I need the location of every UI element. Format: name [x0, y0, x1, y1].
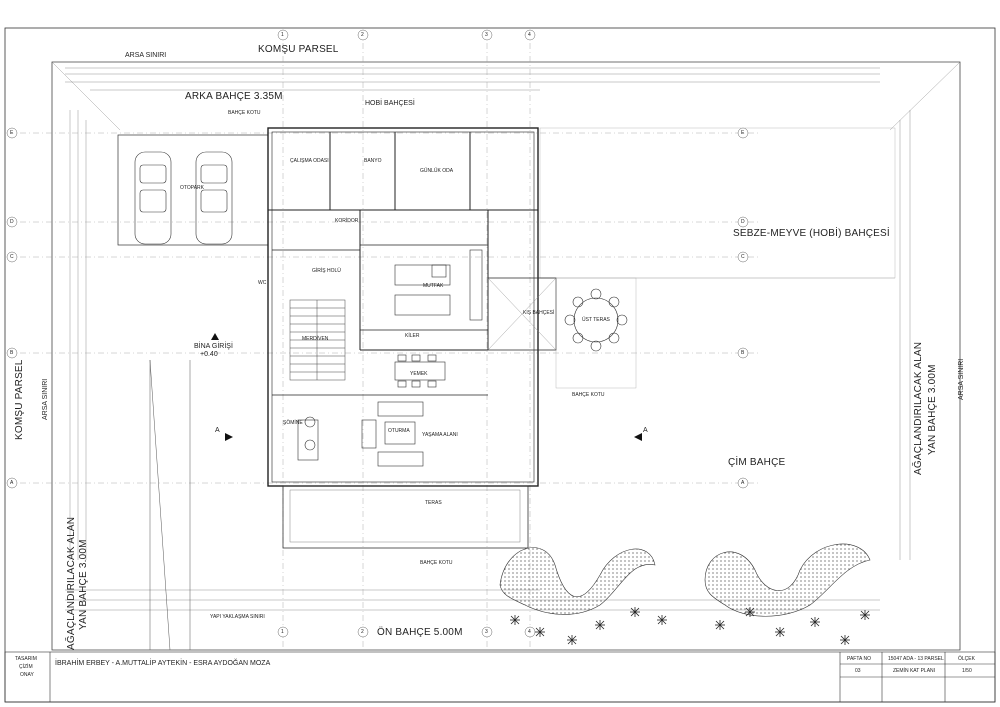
room-pantry: KİLER	[405, 333, 420, 339]
section-markers	[211, 333, 642, 441]
tb-scale-label: ÖLÇEK	[958, 656, 975, 662]
grid-row-B: B	[10, 350, 14, 356]
room-daily: GÜNLÜK ODA	[420, 168, 454, 174]
parcel-limit-right-label: ARSA SINIRI	[958, 358, 965, 400]
room-dining: YEMEK	[410, 371, 428, 377]
grid-col-4-bottom: 4	[528, 629, 531, 635]
hobby-garden-area	[539, 127, 896, 279]
tb-sheet-no-label: PAFTA NO	[847, 656, 871, 662]
stair-treads	[289, 299, 346, 381]
grid-row-C: C	[10, 254, 14, 260]
grid-col-3-bottom: 3	[485, 629, 488, 635]
tb-drawing-label: ÇİZİM	[19, 664, 33, 670]
room-living: YAŞAMA ALANI	[422, 432, 458, 438]
title-block-frame	[4, 651, 996, 703]
room-upper-terrace: ÜST TERAS	[582, 317, 610, 323]
lawn-garden-label: ÇİM BAHÇE	[728, 457, 786, 468]
living-sofas	[297, 401, 424, 467]
tb-approval-label: ONAY	[20, 672, 34, 678]
dimension-chains-side	[69, 110, 911, 560]
grid-row-D: D	[10, 219, 14, 225]
room-sitting: OTURMA	[388, 428, 410, 434]
tb-design-label: TASARIM	[15, 656, 37, 662]
grid-col-3: 3	[485, 32, 488, 38]
tb-authors: İBRAHİM ERBEY - A.MUTTALİP AYTEKİN - ESR…	[55, 660, 271, 667]
building-entry-label: BİNA GİRİŞİ	[194, 343, 233, 350]
entry-path	[149, 359, 191, 651]
grid-col-1: 1	[281, 32, 284, 38]
car-icon	[134, 151, 172, 245]
grid-bubbles	[6, 29, 749, 638]
kitchen-island	[394, 249, 483, 321]
car-icon	[195, 151, 233, 245]
front-garden-label: ÖN BAHÇE 5.00M	[377, 627, 463, 638]
grid-row-A-right: A	[741, 480, 745, 486]
section-mark-left: A	[215, 427, 220, 434]
parcel-boundary	[51, 61, 961, 651]
parcel-corner-diagonal	[889, 61, 961, 131]
grid-col-2-bottom: 2	[361, 629, 364, 635]
parcel-corner-diagonal	[51, 61, 121, 131]
sheet-border	[4, 27, 996, 703]
dimension-chains-top	[65, 67, 880, 611]
room-kitchen: MUTFAK	[423, 283, 444, 289]
tb-drawing-name: ZEMİN KAT PLANI	[893, 668, 936, 674]
veg-fruit-garden-label: SEBZE-MEYVE (HOBİ) BAHÇESİ	[733, 228, 890, 239]
grid-col-2: 2	[361, 32, 364, 38]
landscape-shrubs	[499, 543, 871, 617]
room-parking: OTOPARK	[180, 185, 204, 191]
room-wc: WC	[258, 280, 267, 286]
grid-col-4: 4	[528, 32, 531, 38]
top-neighbor-label: KOMŞU PARSEL	[258, 44, 339, 55]
building-approach-label: YAPI YAKLAŞMA SINIRI	[210, 614, 265, 620]
tb-sheet-no: 03	[855, 668, 861, 674]
room-stair: MERDİVEN	[302, 336, 329, 342]
left-side-garden-line2: YAN BAHÇE 3.00M	[78, 539, 89, 630]
building-entry-level: +0.40	[200, 351, 218, 358]
tree-symbols	[510, 607, 870, 645]
garden-level-front: BAHÇE KOTU	[420, 560, 453, 566]
tb-parcel: 15047 ADA - 13 PARSEL	[888, 656, 944, 662]
round-table	[564, 288, 628, 352]
garden-level-top: BAHÇE KOTU	[228, 110, 261, 116]
parcel-limit-top-label: ARSA SINIRI	[125, 52, 167, 59]
right-side-garden-line1: AĞAÇLANDIRILACAK ALAN	[913, 341, 924, 475]
grid-row-B-right: B	[741, 350, 745, 356]
grid-row-E-right: E	[741, 130, 745, 136]
garden-level-right: BAHÇE KOTU	[572, 392, 605, 398]
back-garden-label: ARKA BAHÇE 3.35M	[185, 91, 283, 102]
section-mark-right: A	[643, 427, 648, 434]
hobby-garden-label: HOBİ BAHÇESİ	[365, 100, 415, 107]
room-winter-garden: KIŞ BAHÇESİ	[523, 310, 555, 316]
tb-scale: 1/50	[962, 668, 972, 674]
grid-row-E: E	[10, 130, 14, 136]
grid-row-D-right: D	[741, 219, 745, 225]
grid-col-1-bottom: 1	[281, 629, 284, 635]
room-corridor: KORİDOR	[335, 218, 359, 224]
terrace-outline	[282, 485, 529, 549]
left-neighbor-label: KOMŞU PARSEL	[14, 359, 25, 440]
room-study: ÇALIŞMA ODASI	[290, 158, 329, 164]
left-side-garden-line1: AĞAÇLANDIRILACAK ALAN	[66, 516, 77, 650]
right-side-garden-line2: YAN BAHÇE 3.00M	[927, 364, 938, 455]
grid-row-A: A	[10, 480, 14, 486]
room-bath: BANYO	[364, 158, 382, 164]
dining-table	[394, 354, 446, 388]
grid-row-C-right: C	[741, 254, 745, 260]
room-fireplace: ŞÖMİNE	[283, 420, 303, 426]
room-terrace: TERAS	[425, 500, 442, 506]
parcel-limit-left-label: ARSA SINIRI	[42, 378, 49, 420]
room-entry-hall: GİRİŞ HOLÜ	[312, 268, 341, 274]
